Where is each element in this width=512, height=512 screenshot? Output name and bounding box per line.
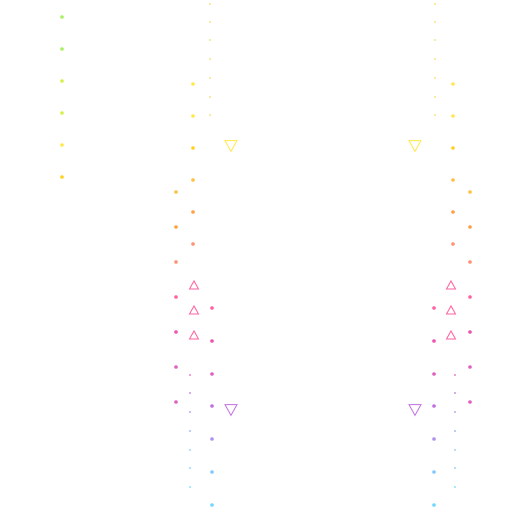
bullet-trail-dot bbox=[434, 3, 436, 5]
enemy-bullet bbox=[174, 365, 178, 369]
enemy-bullet bbox=[432, 503, 436, 507]
bullet-trail-dot bbox=[209, 77, 211, 79]
bullet-trail-dot bbox=[189, 467, 191, 469]
enemy-bullet bbox=[60, 143, 64, 147]
enemy-bullet bbox=[468, 190, 472, 194]
enemy-bullet bbox=[432, 404, 436, 408]
bullet-trail-dot bbox=[189, 392, 191, 394]
enemy-bullet bbox=[210, 470, 214, 474]
bullet-trail-dot bbox=[209, 96, 211, 98]
enemy-ship-yellow bbox=[408, 140, 422, 153]
bullet-trail-dot bbox=[189, 374, 191, 376]
bullet-trail-dot bbox=[454, 411, 456, 413]
enemy-bullet bbox=[468, 365, 472, 369]
enemy-bullet bbox=[432, 372, 436, 376]
bullet-trail-dot bbox=[189, 430, 191, 432]
enemy-bullet bbox=[60, 111, 64, 115]
enemy-ship-pink bbox=[445, 329, 457, 340]
bullet-trail-dot bbox=[434, 96, 436, 98]
enemy-ship-pink bbox=[445, 304, 457, 315]
enemy-bullet bbox=[468, 225, 472, 229]
bullet-trail-dot bbox=[454, 374, 456, 376]
enemy-bullet bbox=[432, 339, 436, 343]
enemy-bullet bbox=[468, 330, 472, 334]
enemy-ship-violet bbox=[224, 404, 238, 417]
enemy-bullet bbox=[60, 15, 64, 19]
enemy-bullet bbox=[174, 330, 178, 334]
enemy-bullet bbox=[468, 295, 472, 299]
enemy-ship-pink bbox=[188, 279, 200, 290]
enemy-bullet bbox=[210, 372, 214, 376]
enemy-bullet bbox=[191, 82, 195, 86]
enemy-bullet bbox=[451, 242, 455, 246]
enemy-bullet bbox=[451, 82, 455, 86]
bullet-trail-dot bbox=[189, 486, 191, 488]
enemy-bullet bbox=[174, 190, 178, 194]
enemy-ship-violet bbox=[408, 404, 422, 417]
bullet-trail-dot bbox=[454, 467, 456, 469]
bullet-trail-dot bbox=[454, 392, 456, 394]
enemy-ship-yellow bbox=[224, 140, 238, 153]
bullet-trail-dot bbox=[434, 77, 436, 79]
enemy-bullet bbox=[60, 47, 64, 51]
bullet-trail-dot bbox=[209, 3, 211, 5]
enemy-bullet bbox=[432, 306, 436, 310]
bullet-trail-dot bbox=[209, 39, 211, 41]
enemy-bullet bbox=[432, 437, 436, 441]
enemy-bullet bbox=[451, 210, 455, 214]
bullet-trail-dot bbox=[434, 21, 436, 23]
bullet-trail-dot bbox=[189, 449, 191, 451]
enemy-bullet bbox=[60, 79, 64, 83]
bullet-trail-dot bbox=[434, 39, 436, 41]
enemy-bullet bbox=[451, 178, 455, 182]
enemy-bullet bbox=[174, 295, 178, 299]
enemy-ship-pink bbox=[188, 329, 200, 340]
enemy-bullet bbox=[210, 306, 214, 310]
bullet-trail-dot bbox=[434, 114, 436, 116]
bullet-trail-dot bbox=[209, 58, 211, 60]
enemy-ship-pink bbox=[445, 279, 457, 290]
enemy-bullet bbox=[174, 400, 178, 404]
bullet-trail-dot bbox=[209, 21, 211, 23]
enemy-bullet bbox=[210, 404, 214, 408]
enemy-bullet bbox=[191, 242, 195, 246]
enemy-bullet bbox=[451, 114, 455, 118]
enemy-bullet bbox=[451, 146, 455, 150]
enemy-bullet bbox=[468, 260, 472, 264]
enemy-bullet bbox=[191, 146, 195, 150]
bullet-trail-dot bbox=[454, 449, 456, 451]
bullet-trail-dot bbox=[209, 114, 211, 116]
enemy-bullet bbox=[468, 400, 472, 404]
enemy-bullet bbox=[174, 225, 178, 229]
enemy-bullet bbox=[210, 437, 214, 441]
enemy-bullet bbox=[191, 178, 195, 182]
enemy-bullet bbox=[210, 503, 214, 507]
bullet-trail-dot bbox=[454, 430, 456, 432]
enemy-bullet bbox=[191, 114, 195, 118]
bullet-trail-dot bbox=[189, 411, 191, 413]
bullet-trail-dot bbox=[454, 486, 456, 488]
enemy-bullet bbox=[432, 470, 436, 474]
enemy-bullet bbox=[191, 210, 195, 214]
enemy-bullet bbox=[60, 175, 64, 179]
enemy-ship-pink bbox=[188, 304, 200, 315]
bullet-trail-dot bbox=[434, 58, 436, 60]
enemy-bullet bbox=[174, 260, 178, 264]
enemy-bullet bbox=[210, 339, 214, 343]
